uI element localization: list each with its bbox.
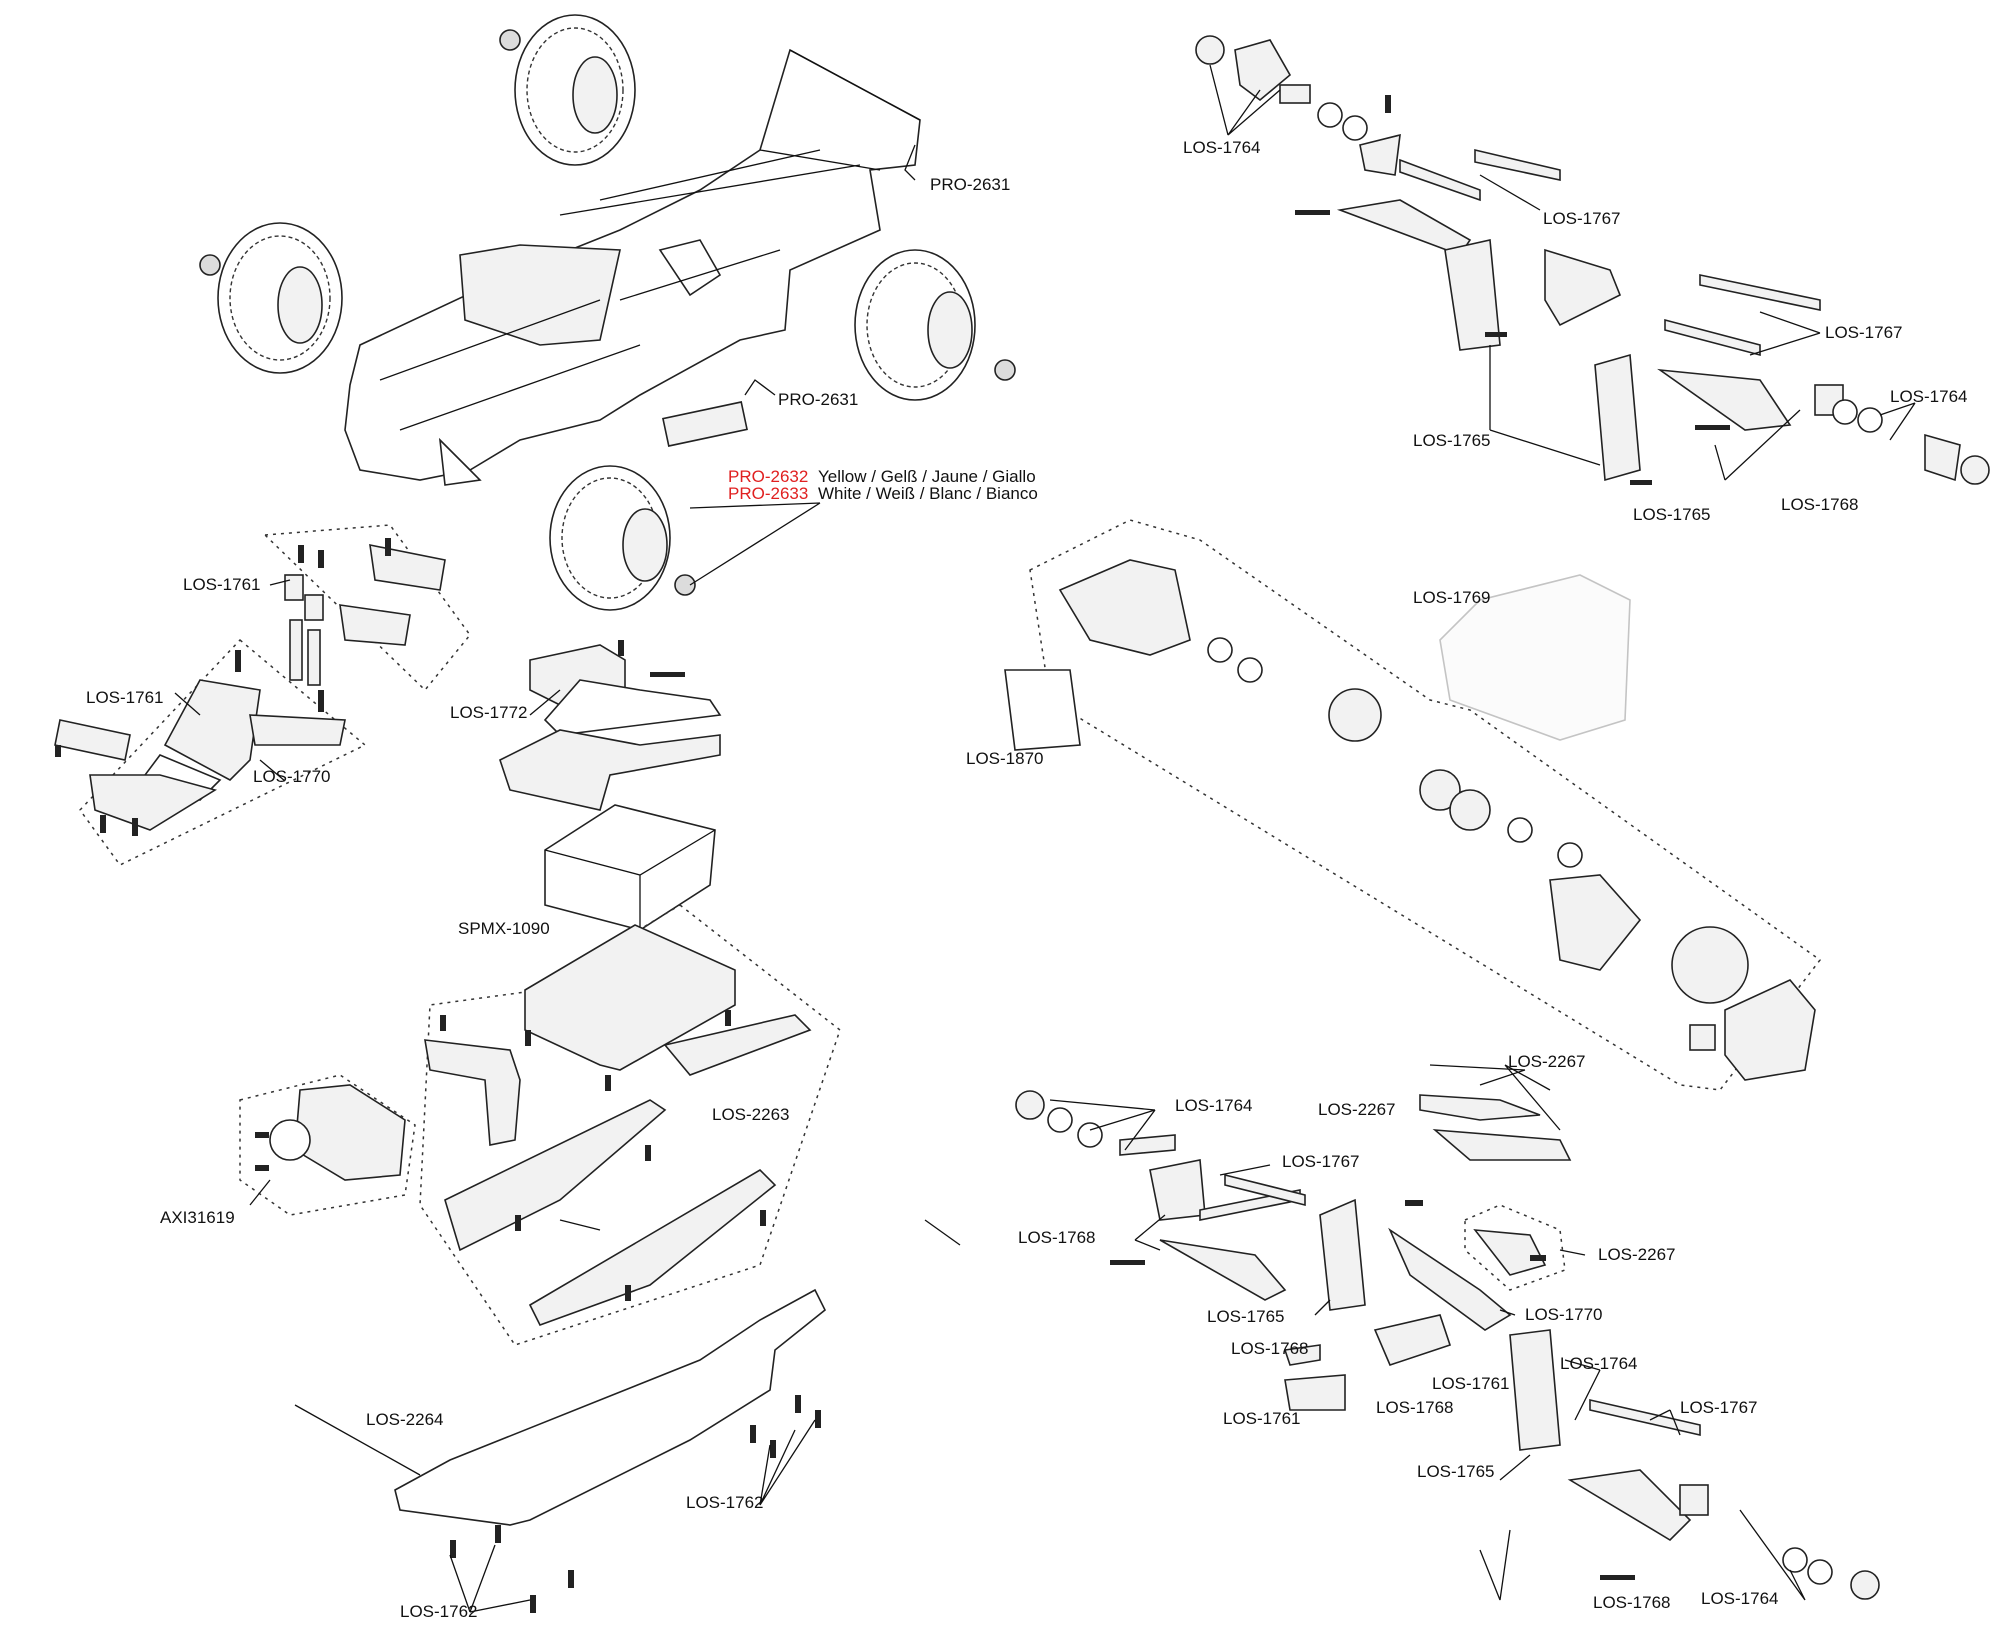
- label-white-variant: White / Weiß / Blanc / Bianco: [818, 484, 1038, 503]
- wheel-bottom: [549, 465, 696, 611]
- label-pro-2632: PRO-2632: [728, 467, 808, 486]
- label-los-1762-bottom: LOS-1762: [400, 1602, 478, 1621]
- rear-suspension: [1015, 1090, 1880, 1600]
- label-pro-2631-top: PRO-2631: [930, 175, 1010, 194]
- label-los-1767-fr-right: LOS-1767: [1825, 323, 1903, 342]
- label-los-1761-rr-low: LOS-1761: [1223, 1409, 1301, 1428]
- callout-labels: PRO-2631 PRO-2631 PRO-2632 Yellow / Gelß…: [86, 138, 1968, 1621]
- label-los-2264: LOS-2264: [366, 1410, 444, 1429]
- label-yellow-variant: Yellow / Gelß / Jaune / Giallo: [818, 467, 1036, 486]
- label-los-1768-fr: LOS-1768: [1781, 495, 1859, 514]
- label-los-1769: LOS-1769: [1413, 588, 1491, 607]
- label-los-1765-rr-low: LOS-1765: [1417, 1462, 1495, 1481]
- label-los-1764-rr-mid: LOS-1764: [1560, 1354, 1638, 1373]
- wheel-top-left: [499, 14, 636, 166]
- label-los-1765-fr-screw: LOS-1765: [1633, 505, 1711, 524]
- chassis-plate: [394, 1288, 827, 1613]
- label-los-1768-rr-pins-2: LOS-1768: [1376, 1398, 1454, 1417]
- label-pro-2633: PRO-2633: [728, 484, 808, 503]
- label-los-1764-fr-right: LOS-1764: [1890, 387, 1968, 406]
- label-los-1768-rr-left: LOS-1768: [1018, 1228, 1096, 1247]
- front-suspension: [1195, 35, 1990, 485]
- label-los-1762-right: LOS-1762: [686, 1493, 764, 1512]
- label-los-1767-rr-top: LOS-1767: [1282, 1152, 1360, 1171]
- wheel-left: [199, 222, 343, 374]
- body-shell: [344, 48, 921, 486]
- label-los-2267-mount: LOS-2267: [1598, 1245, 1676, 1264]
- label-los-1768-rr-low: LOS-1768: [1593, 1593, 1671, 1612]
- label-los-1765-fr: LOS-1765: [1413, 431, 1491, 450]
- label-los-1767-rr-low: LOS-1767: [1680, 1398, 1758, 1417]
- label-los-1770-front: LOS-1770: [253, 767, 331, 786]
- battery-tray-group: [419, 904, 841, 1346]
- label-los-1761-a: LOS-1761: [183, 575, 261, 594]
- label-los-1770-rear: LOS-1770: [1525, 1305, 1603, 1324]
- label-axi31619: AXI31619: [160, 1208, 235, 1227]
- label-los-1870: LOS-1870: [966, 749, 1044, 768]
- leader-lines: [174, 64, 1916, 1613]
- label-los-2267-screws: LOS-2267: [1508, 1052, 1586, 1071]
- label-los-1772: LOS-1772: [450, 703, 528, 722]
- label-los-1764-fr-top: LOS-1764: [1183, 138, 1261, 157]
- transmission-group: [1004, 519, 1822, 1091]
- label-los-1764-rr-top: LOS-1764: [1175, 1096, 1253, 1115]
- wheel-right: [854, 249, 1016, 401]
- battery: [544, 804, 716, 931]
- label-los-1761-b: LOS-1761: [86, 688, 164, 707]
- label-los-1761-rr-mid: LOS-1761: [1432, 1374, 1510, 1393]
- body-foam: [662, 401, 748, 447]
- label-los-2263: LOS-2263: [712, 1105, 790, 1124]
- label-los-1764-rr-low: LOS-1764: [1701, 1589, 1779, 1608]
- label-los-1767-fr-top: LOS-1767: [1543, 209, 1621, 228]
- label-los-2267-tower: LOS-2267: [1318, 1100, 1396, 1119]
- receiver-box: [499, 640, 722, 811]
- label-spmx-1090: SPMX-1090: [458, 919, 550, 938]
- servo-group: [239, 1074, 416, 1216]
- label-pro-2631-side: PRO-2631: [778, 390, 858, 409]
- label-los-1765-rr-left: LOS-1765: [1207, 1307, 1285, 1326]
- label-los-1768-rr-pins: LOS-1768: [1231, 1339, 1309, 1358]
